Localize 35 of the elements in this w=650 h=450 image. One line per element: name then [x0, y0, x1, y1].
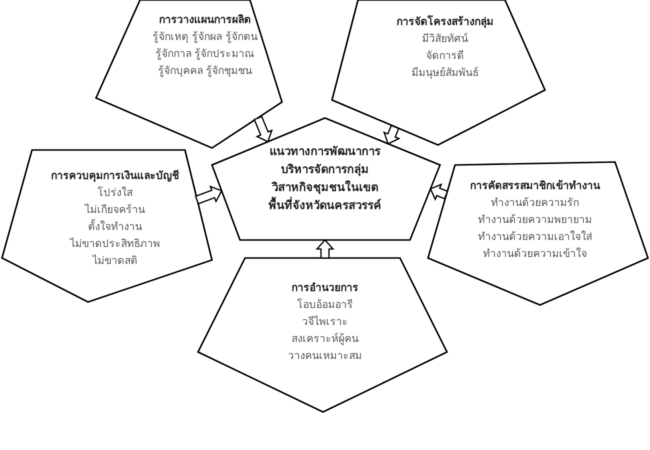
title-text: แนวทางการพัฒนาการบริหารจัดการกลุ่มวิสาหกิจชุมชนในเขตพื้นที่จังหวัดนครสวรรค์ [268, 143, 382, 214]
list-item-text: ทำงานด้วยความเอาใจใส่ [478, 230, 592, 245]
pentagon-box [198, 258, 447, 412]
pentagon-box [332, 0, 545, 145]
list-item-text: วางคนเหมาะสม [288, 349, 362, 364]
heading-text: การวางแผนการผลิต [159, 13, 251, 28]
heading-text: การคัดสรรสมาชิกเข้าทำงาน [470, 179, 600, 194]
pentagon-box [428, 162, 648, 305]
block-arrow [194, 185, 223, 205]
list-item-text: วจีไพเราะ [302, 314, 348, 330]
block-arrow [430, 183, 448, 201]
block-arrow [383, 124, 401, 145]
list-item-text: รู้จักกาล รู้จักประมาณ [155, 47, 255, 62]
block-arrow [253, 116, 273, 143]
list-item-text: ไม่เกียจคร้าน [85, 202, 145, 218]
list-item-text: มีวิสัยทัศน์ [422, 32, 468, 47]
heading-text: การอำนวยการ [292, 281, 358, 296]
list-item-text: สงเคราะห์ผู้คน [292, 332, 358, 347]
block-arrow [316, 239, 334, 259]
list-item-text: โปร่งใส [98, 186, 132, 201]
list-item-text: ไม่ขาดสติ [92, 254, 138, 269]
list-item-text: ทำงานด้วยความรัก [491, 196, 579, 211]
heading-text: การควบคุมการเงินและบัญชี [51, 168, 179, 184]
list-item-text: จัดการดี [426, 49, 464, 64]
list-item-text: รู้จักเหตุ รู้จักผล รู้จักตน [152, 30, 258, 45]
list-item-text: ตั้งใจทำงาน [88, 219, 142, 235]
list-item-text: รู้จักบุคคล รู้จักชุมชน [158, 64, 252, 79]
heading-text: การจัดโครงสร้างกลุ่ม [396, 14, 494, 30]
list-item-text: มีมนุษย์สัมพันธ์ [412, 66, 478, 81]
list-item-text: ทำงานด้วยความเข้าใจ [483, 246, 587, 262]
pentagon-box [2, 150, 212, 302]
list-item-text: ไม่ขาดประสิทธิภาพ [70, 236, 160, 252]
central-pentagon [212, 118, 440, 240]
list-item-text: ทำงานด้วยความพยายาม [478, 213, 592, 228]
list-item-text: โอบอ้อมอารี [297, 298, 353, 313]
